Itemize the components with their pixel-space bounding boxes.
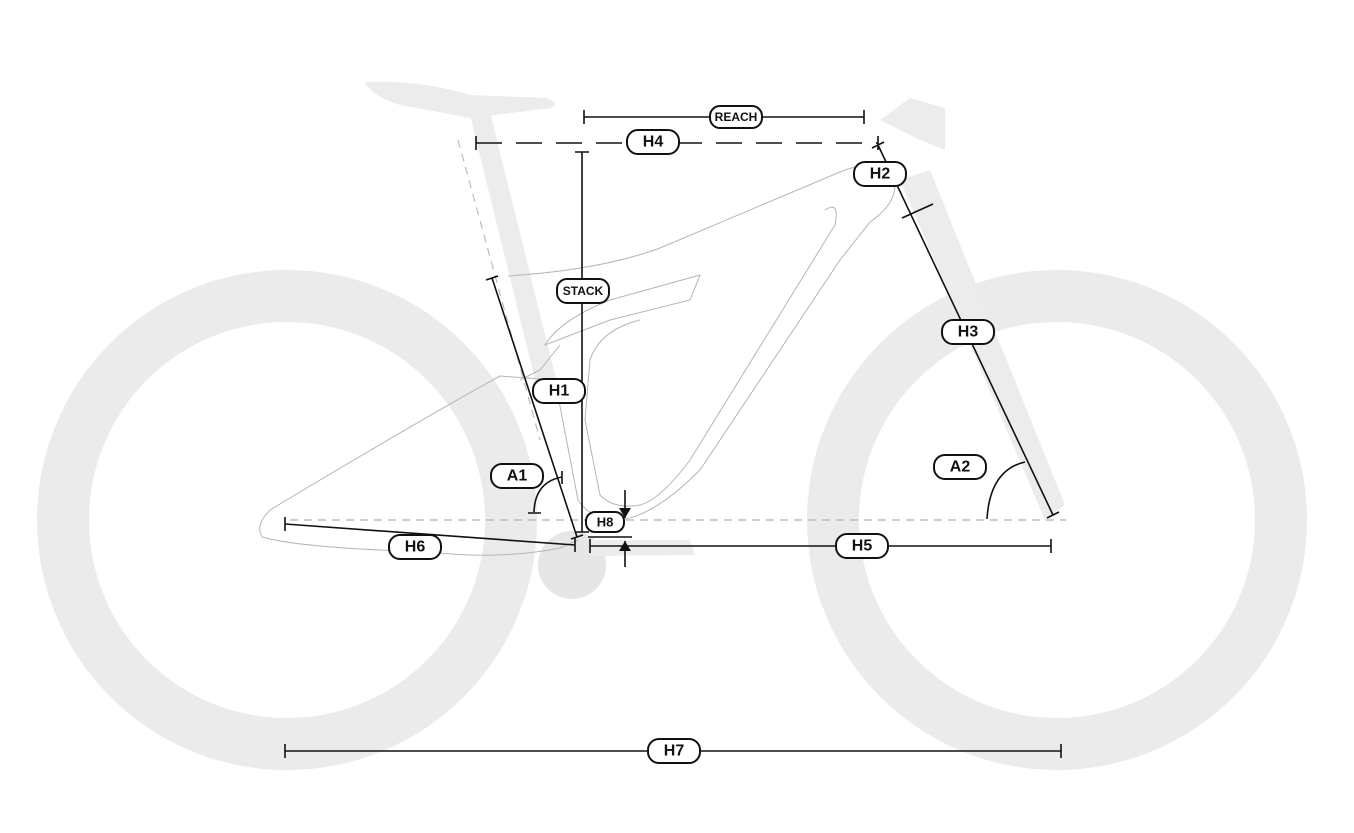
label-h7: H7: [647, 738, 701, 764]
h5-dimension: [589, 539, 1052, 553]
svg-text:REACH: REACH: [715, 110, 758, 124]
svg-text:A2: A2: [950, 459, 971, 476]
a2-angle-arc: [986, 461, 1026, 520]
stem-handlebar: [880, 98, 945, 150]
label-a1: A1: [490, 463, 544, 489]
svg-text:STACK: STACK: [563, 284, 604, 298]
label-h6: H6: [388, 534, 442, 560]
svg-text:A1: A1: [507, 468, 528, 485]
label-h8: H8: [585, 511, 625, 533]
h1-dimension: [485, 275, 584, 540]
label-a2: A2: [933, 454, 987, 480]
frame-outline: [259, 165, 896, 556]
svg-text:H3: H3: [958, 324, 979, 341]
label-stack: STACK: [556, 278, 610, 304]
svg-text:H5: H5: [852, 538, 873, 555]
saddle: [365, 81, 555, 118]
svg-text:H2: H2: [870, 166, 891, 183]
svg-text:H8: H8: [597, 515, 614, 530]
seat-tube-axis: [457, 139, 541, 441]
svg-text:H4: H4: [643, 134, 664, 151]
rear-wheel: [37, 270, 537, 770]
svg-text:H1: H1: [549, 383, 570, 400]
label-reach: REACH: [709, 105, 763, 129]
label-h1: H1: [532, 378, 586, 404]
label-h5: H5: [835, 533, 889, 559]
crank-arm: [590, 540, 695, 556]
label-h4: H4: [626, 129, 680, 155]
stack-dimension: [575, 151, 589, 533]
svg-text:H6: H6: [405, 539, 426, 556]
label-h2: H2: [853, 161, 907, 187]
front-wheel: [807, 270, 1307, 770]
svg-text:H7: H7: [664, 743, 685, 760]
seatpost: [470, 112, 560, 400]
label-h3: H3: [941, 319, 995, 345]
a1-angle-arc: [528, 471, 563, 514]
chainring: [538, 531, 606, 599]
